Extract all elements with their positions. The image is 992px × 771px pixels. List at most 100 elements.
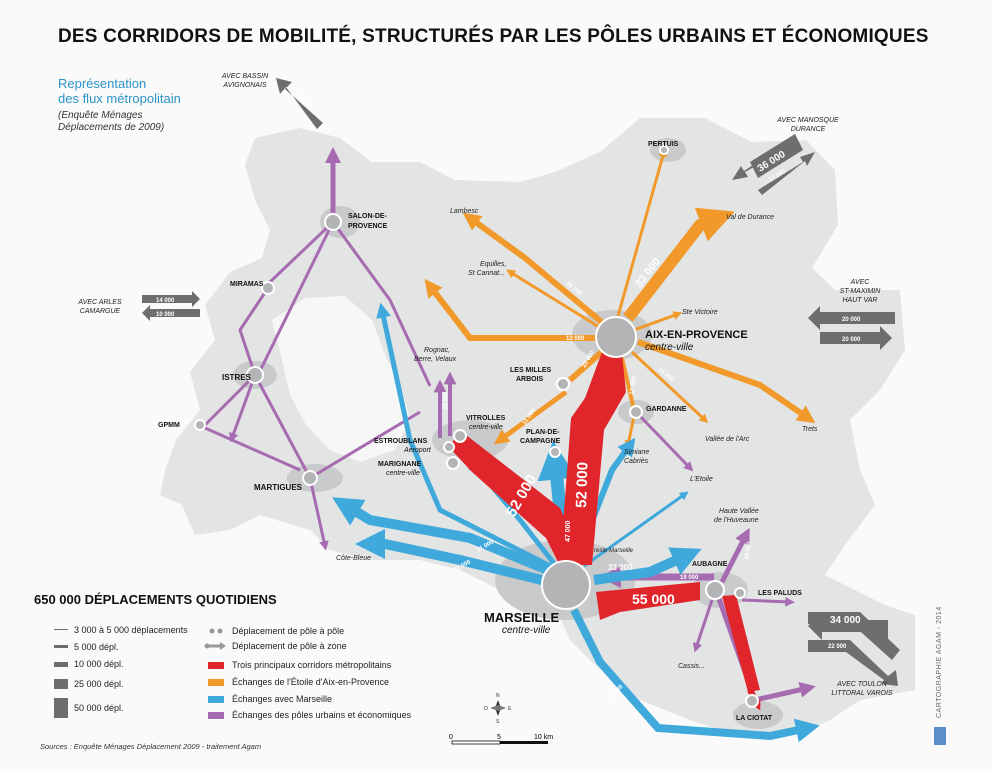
svg-text:AVIGNONAIS: AVIGNONAIS [222,82,267,89]
svg-text:Rognac,: Rognac, [424,347,450,354]
svg-text:47 000: 47 000 [565,520,572,542]
corridor-aubagne-ciotat [722,595,760,692]
svg-text:20 000: 20 000 [842,337,861,343]
legend-orange: Échanges de l'Étoile d'Aix-en-Provence [232,677,390,687]
flow-istres-south [229,374,257,443]
svg-text:Aéroport: Aéroport [403,447,432,454]
sources-note: Sources : Enquête Ménages Déplacement 20… [40,742,262,751]
external-labels: AVEC BASSIN AVIGNONAIS AVEC ARLES CAMARG… [77,73,893,697]
flow-istres-martigues [253,374,312,479]
flow-aix-stvictoire [633,311,683,332]
legend-title: 650 000 DÉPLACEMENTS QUOTIDIENS [34,592,277,607]
flow-aix-trets [637,339,816,424]
water-etang-de-berre [272,296,410,462]
legend-weight-2: 5 000 dépl. [74,642,119,652]
legend-swatches [54,628,226,719]
flow-aix-pertuis [616,147,668,317]
flow-paluds-east [741,597,795,607]
compass-rose: N S O E [484,693,512,725]
svg-text:22 000: 22 000 [443,391,449,410]
svg-text:10 000: 10 000 [156,312,175,318]
flow-aix-rognac [424,278,600,341]
svg-text:SALON-DE-: SALON-DE- [348,213,388,220]
svg-text:ESTROUBLANS: ESTROUBLANS [374,438,428,445]
map-source-note: (Enquête Ménages Déplacements de 2009) [58,110,165,133]
svg-text:centre-ville: centre-ville [386,470,420,477]
svg-text:E: E [508,706,512,712]
svg-text:14 000: 14 000 [156,298,175,304]
flow-marseille-ciotat [570,608,820,743]
svg-text:33 000: 33 000 [608,563,633,572]
svg-text:5: 5 [497,734,501,741]
orange-flows [424,147,816,450]
arrow-arles-2 [142,305,200,321]
arrow-toulon-big [808,612,900,660]
pole-aix [595,316,637,358]
svg-text:Lambesc: Lambesc [450,208,479,215]
corridor-marseille-aubagne [596,582,700,620]
flow-marseille-etoile [583,491,689,568]
arrow-bassin [276,78,323,129]
svg-text:AVEC BASSIN: AVEC BASSIN [221,73,269,80]
svg-text:Vallée de l'Arc: Vallée de l'Arc [705,436,750,443]
flow-aix-milles [568,347,606,383]
svg-text:Cabriès: Cabriès [624,458,649,465]
svg-text:reste Marseille: reste Marseille [594,548,634,554]
flow-martigues-south [308,477,329,551]
svg-text:MIRAMAS: MIRAMAS [230,281,264,288]
legend-purple: Échanges des pôles urbains et économique… [232,710,412,720]
svg-text:20 000: 20 000 [842,317,861,323]
flow-salon-miramas [268,220,335,284]
flow-aubagne-huveaune [719,527,750,584]
legend-red: Trois principaux corridors métropolitain… [232,660,392,670]
svg-text:PERTUIS: PERTUIS [648,141,679,148]
svg-text:LES PALUDS: LES PALUDS [758,590,802,597]
flow-aix-lambesc [462,212,606,327]
svg-text:13 000: 13 000 [566,336,585,342]
cartography-credit: CARTOGRAPHIE AGAM - 2014 [936,606,943,718]
svg-text:AUBAGNE: AUBAGNE [692,561,728,568]
svg-text:LES MILLES: LES MILLES [510,367,552,374]
svg-text:Côte-Bleue: Côte-Bleue [336,555,371,562]
pole-marseille [541,560,591,610]
svg-text:ST-MAXIMIN: ST-MAXIMIN [840,288,882,295]
arrow-manosque-big [750,134,803,178]
svg-text:AVEC: AVEC [850,279,871,286]
svg-text:Equilles,: Equilles, [480,261,507,268]
svg-text:centre-ville: centre-ville [645,342,694,353]
svg-text:centre-ville: centre-ville [502,625,551,636]
svg-text:VITROLLES: VITROLLES [466,415,506,422]
external-arrows [142,78,900,686]
flow-marseille-martigues [332,497,550,575]
svg-text:DURANCE: DURANCE [791,126,826,133]
map-title: DES CORRIDORS DE MOBILITÉ, STRUCTURÉS PA… [58,26,929,47]
flow-istres-gpmm [203,373,257,427]
label-red-aix: 52 000 [573,462,592,508]
svg-text:MARTIGUES: MARTIGUES [254,483,303,492]
arrow-toulon-2 [808,640,898,686]
svg-text:Haute Vallée: Haute Vallée [719,508,759,515]
legend-weight-5: 50 000 dépl. [74,703,124,713]
flow-aix-valarc [630,350,709,424]
arrow-maximin-1 [808,306,895,330]
svg-text:LITTORAL VAROIS: LITTORAL VAROIS [831,690,893,697]
flow-aix-vitrolles [493,389,568,445]
svg-text:19 000: 19 000 [680,575,699,581]
flow-marseille-aubagne [593,547,702,585]
svg-text:10 km: 10 km [534,734,553,741]
svg-text:AVEC ARLES: AVEC ARLES [77,299,122,306]
svg-text:Trets: Trets [802,426,818,433]
corridor-marseille-vitrolles [448,432,578,566]
svg-text:PLAN-DE-: PLAN-DE- [526,429,560,436]
flow-gpmm-martigues [204,426,301,472]
flow-gardanne-etoile [636,412,694,472]
flow-aix-gardanne [620,357,636,411]
svg-text:AIX-EN-PROVENCE: AIX-EN-PROVENCE [645,329,748,341]
svg-text:34 000: 34 000 [830,615,861,626]
agam-logo [934,727,946,745]
flow-miramas-istres [238,287,270,376]
flow-aix-durance [623,207,735,322]
svg-text:centre-ville: centre-ville [469,424,503,431]
red-corridors [448,352,760,692]
